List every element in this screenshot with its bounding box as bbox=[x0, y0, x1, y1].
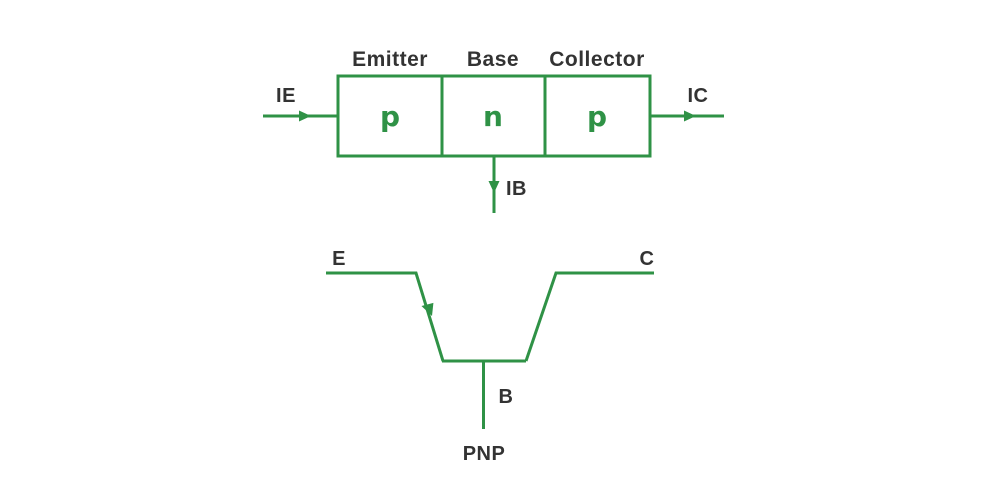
transistor-symbol: E C B PNP bbox=[326, 248, 654, 465]
collector-terminal-label: C bbox=[640, 248, 655, 270]
emitter-symbol-arrow-icon bbox=[421, 302, 434, 316]
emitter-header-label: Emitter bbox=[352, 48, 428, 71]
emitter-region-letter: p bbox=[380, 100, 400, 133]
base-terminal-label: B bbox=[499, 386, 514, 408]
emitter-current-label: IE bbox=[276, 85, 296, 107]
emitter-terminal-label: E bbox=[332, 248, 346, 270]
collector-current-label: IC bbox=[688, 85, 709, 107]
emitter-current-arrow-icon bbox=[299, 110, 311, 122]
block-diagram: Emitter Base Collector p n p IE IC IB bbox=[263, 48, 724, 213]
base-header-label: Base bbox=[467, 48, 519, 71]
collector-header-label: Collector bbox=[549, 48, 645, 71]
emitter-symbol-lead bbox=[326, 271, 445, 362]
symbol-caption: PNP bbox=[463, 443, 506, 465]
collector-current-arrow-icon bbox=[684, 110, 696, 122]
collector-region-letter: p bbox=[587, 100, 607, 133]
base-current-label: IB bbox=[506, 178, 527, 200]
base-current-arrow-icon bbox=[488, 181, 500, 193]
base-region-letter: n bbox=[483, 100, 503, 133]
collector-symbol-lead bbox=[524, 271, 654, 362]
